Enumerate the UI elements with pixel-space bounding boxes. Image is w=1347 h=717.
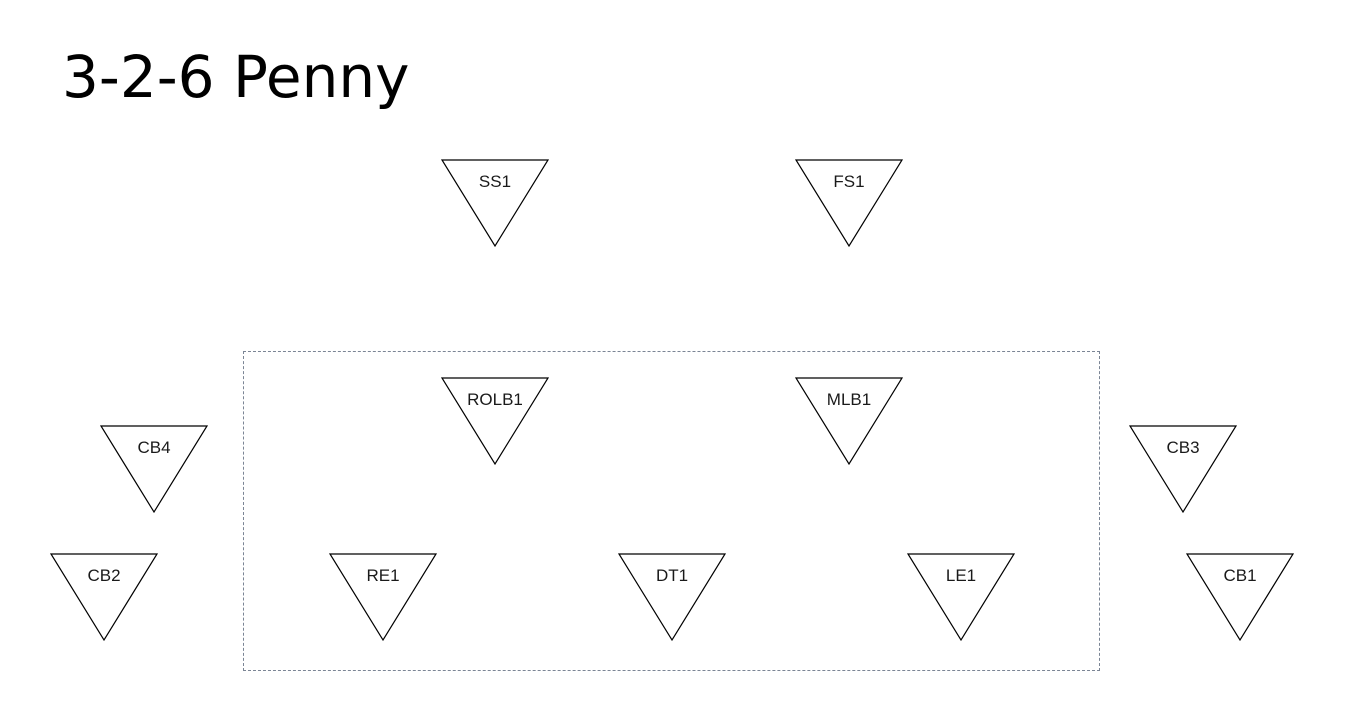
- player-label: FS1: [833, 172, 865, 191]
- triangle-icon: [906, 553, 1016, 642]
- triangle-icon: [49, 553, 159, 642]
- player-label: CB4: [137, 438, 171, 457]
- triangle-icon: [617, 553, 727, 642]
- player-fs1[interactable]: FS1: [794, 159, 904, 248]
- player-dt1[interactable]: DT1: [617, 553, 727, 642]
- player-mlb1[interactable]: MLB1: [794, 377, 904, 466]
- player-label: CB1: [1223, 566, 1257, 585]
- player-label: RE1: [366, 566, 400, 585]
- player-cb1[interactable]: CB1: [1185, 553, 1295, 642]
- triangle-icon: [794, 159, 904, 248]
- player-label: SS1: [478, 172, 512, 191]
- player-label: LE1: [945, 566, 977, 585]
- player-ss1[interactable]: SS1: [440, 159, 550, 248]
- player-re1[interactable]: RE1: [328, 553, 438, 642]
- player-cb4[interactable]: CB4: [99, 425, 209, 514]
- page-title: 3-2-6 Penny: [62, 43, 410, 111]
- front-seven-group-box: [243, 351, 1100, 671]
- triangle-icon: [328, 553, 438, 642]
- player-le1[interactable]: LE1: [906, 553, 1016, 642]
- player-label: ROLB1: [467, 390, 523, 409]
- player-label: CB2: [87, 566, 121, 585]
- triangle-icon: [794, 377, 904, 466]
- triangle-icon: [1185, 553, 1295, 642]
- player-label: DT1: [655, 566, 689, 585]
- player-rolb1[interactable]: ROLB1: [440, 377, 550, 466]
- triangle-icon: [99, 425, 209, 514]
- player-cb3[interactable]: CB3: [1128, 425, 1238, 514]
- triangle-icon: [440, 377, 550, 466]
- player-label: MLB1: [826, 390, 872, 409]
- triangle-icon: [440, 159, 550, 248]
- player-label: CB3: [1166, 438, 1200, 457]
- triangle-icon: [1128, 425, 1238, 514]
- player-cb2[interactable]: CB2: [49, 553, 159, 642]
